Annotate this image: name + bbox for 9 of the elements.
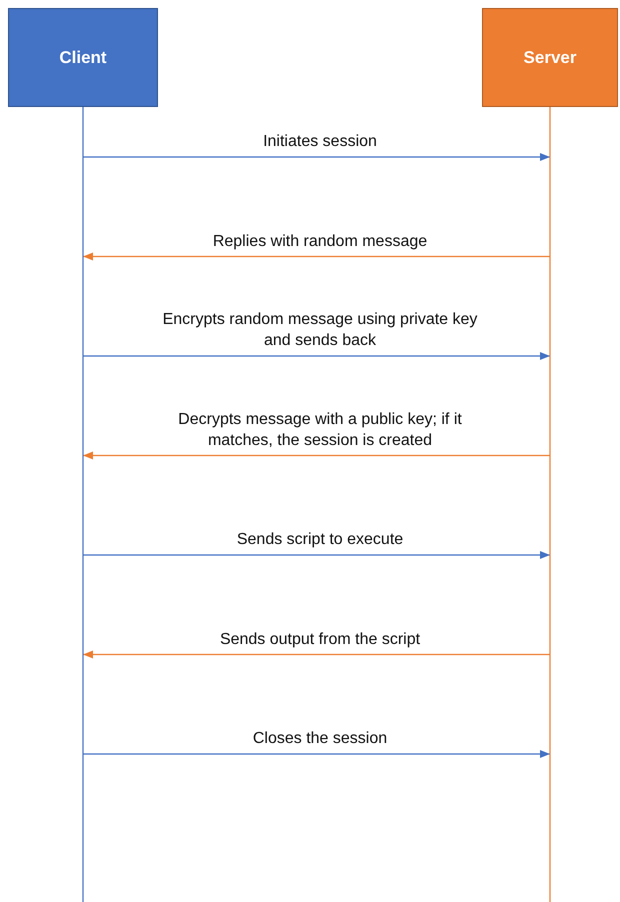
message-arrow <box>83 551 550 559</box>
message-arrow <box>83 650 550 658</box>
participant-box: Server <box>482 8 618 107</box>
message-arrow <box>83 153 550 161</box>
message-arrow <box>83 352 550 360</box>
message-arrow <box>83 252 550 260</box>
message-arrow <box>83 452 550 460</box>
message-arrow <box>83 750 550 758</box>
participant-box: Client <box>8 8 158 107</box>
